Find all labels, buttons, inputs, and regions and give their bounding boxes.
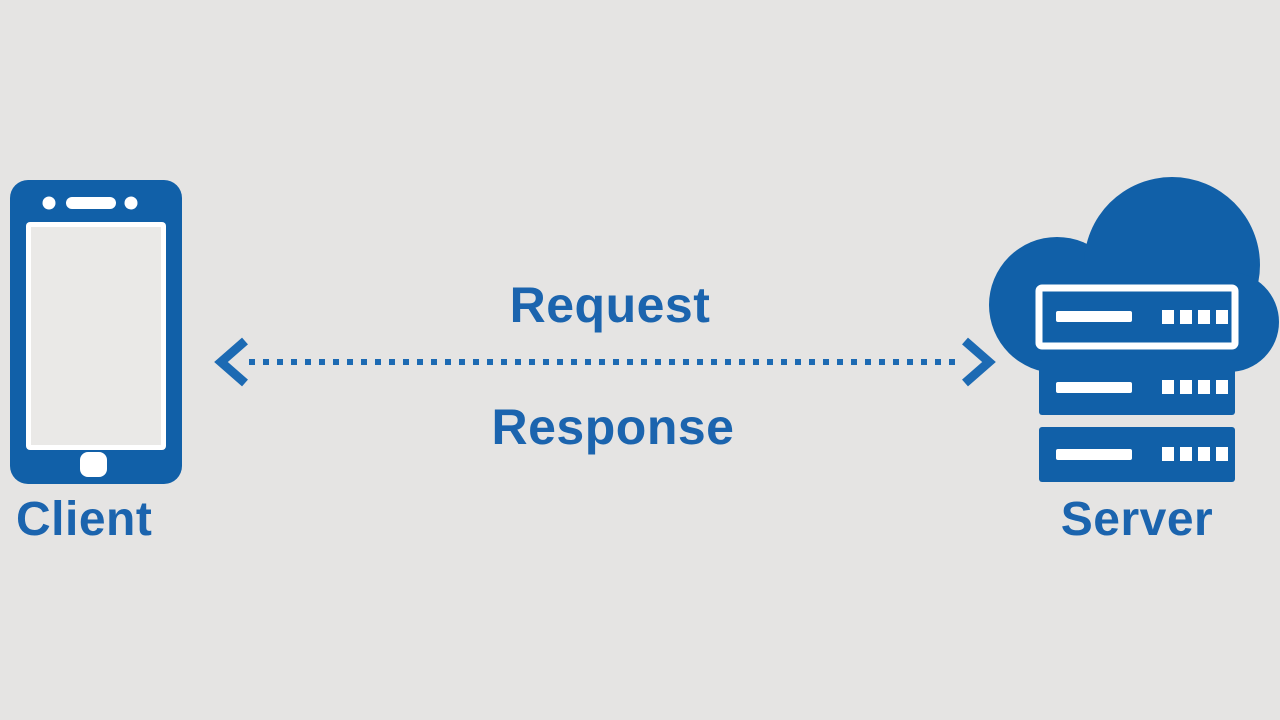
double-arrow-icon	[214, 337, 996, 387]
cloud-server-icon	[989, 177, 1279, 482]
server-label: Server	[1060, 493, 1214, 546]
server-rack-3	[1039, 427, 1235, 482]
request-label: Request	[509, 277, 711, 333]
response-label: Response	[491, 399, 735, 455]
server-rack-2	[1039, 360, 1235, 415]
smartphone-icon	[10, 180, 182, 484]
server-rack-1	[1035, 284, 1239, 350]
client-label: Client	[16, 493, 153, 546]
